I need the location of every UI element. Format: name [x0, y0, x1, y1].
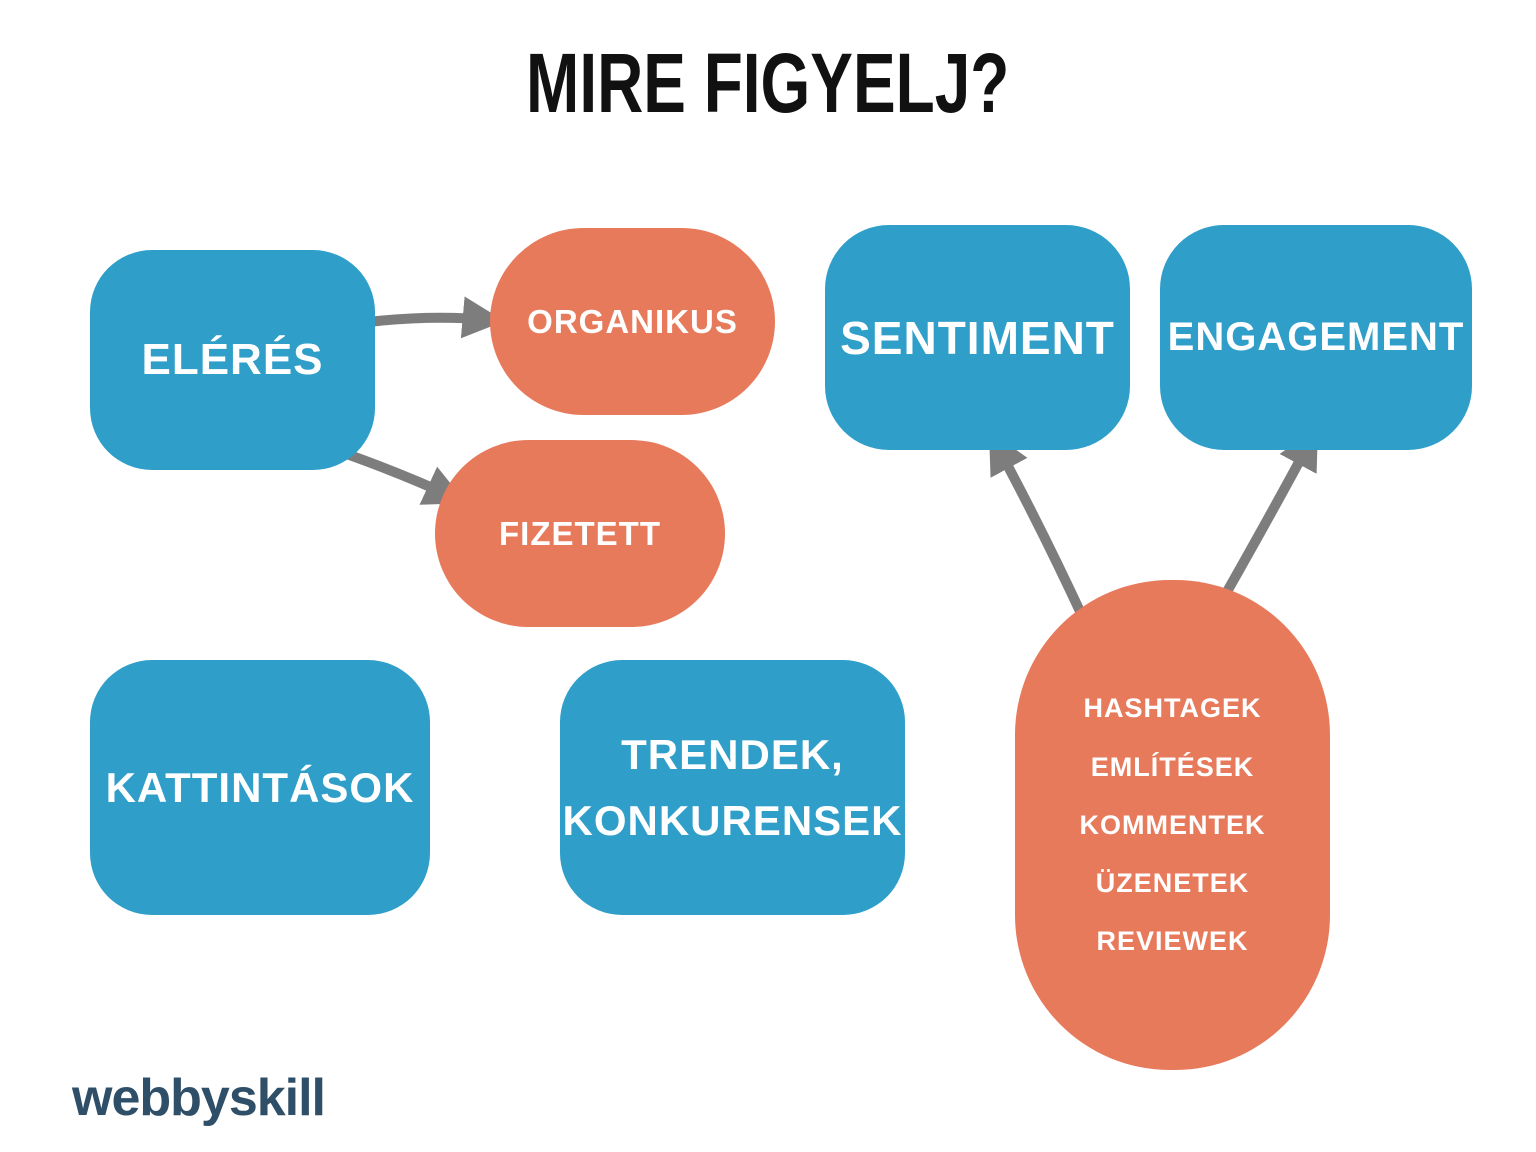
node-trendek: TRENDEK, KONKURENSEK	[560, 660, 905, 915]
monitoring-item-kommentek: KOMMENTEK	[1079, 809, 1266, 840]
node-fizetett: FIZETETT	[435, 440, 725, 627]
node-trendek-line1: TRENDEK,	[621, 731, 844, 779]
node-engagement-label: ENGAGEMENT	[1167, 315, 1465, 359]
monitoring-item-reviewek: REVIEWEK	[1096, 926, 1249, 957]
webbyskill-logo: webbyskill	[72, 1069, 326, 1127]
arrow-monitoring-to-sentiment	[988, 430, 1090, 627]
monitoring-item-emlitesek: EMLÍTÉSEK	[1090, 751, 1255, 782]
node-kattintasok: KATTINTÁSOK	[90, 660, 430, 915]
node-organikus: ORGANIKUS	[490, 228, 775, 415]
node-eleres: ELÉRÉS	[90, 250, 375, 470]
node-sentiment: SENTIMENT	[825, 225, 1130, 450]
node-eleres-label: ELÉRÉS	[141, 335, 324, 384]
monitoring-item-uzenetek: ÜZENETEK	[1095, 868, 1250, 899]
page-title: MIRE FIGYELJ?	[0, 35, 1536, 130]
node-engagement: ENGAGEMENT	[1160, 225, 1472, 450]
node-kattintasok-label: KATTINTÁSOK	[105, 763, 415, 811]
node-sentiment-label: SENTIMENT	[840, 311, 1115, 364]
monitoring-item-hashtagek: HASHTAGEK	[1083, 693, 1262, 724]
node-trendek-line2: KONKURENSEK	[562, 796, 903, 844]
node-fizetett-label: FIZETETT	[499, 514, 661, 552]
node-monitoring: HASHTAGEK EMLÍTÉSEK KOMMENTEK ÜZENETEK R…	[1015, 580, 1330, 1070]
page-title-text: MIRE FIGYELJ?	[526, 35, 1010, 131]
node-organikus-label: ORGANIKUS	[527, 302, 738, 340]
